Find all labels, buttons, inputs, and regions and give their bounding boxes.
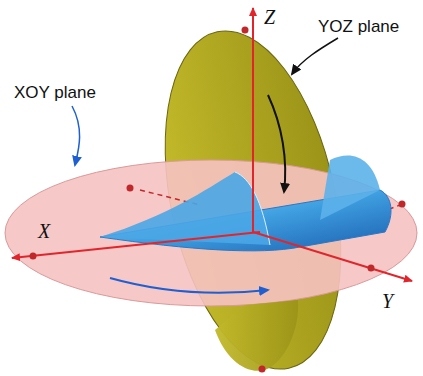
axis-label: Y — [382, 290, 393, 312]
axis-label: Z — [264, 6, 275, 28]
plane-label: XOY plane — [14, 84, 96, 103]
axis-label: X — [38, 220, 50, 242]
plane-label: YOZ plane — [318, 18, 399, 37]
